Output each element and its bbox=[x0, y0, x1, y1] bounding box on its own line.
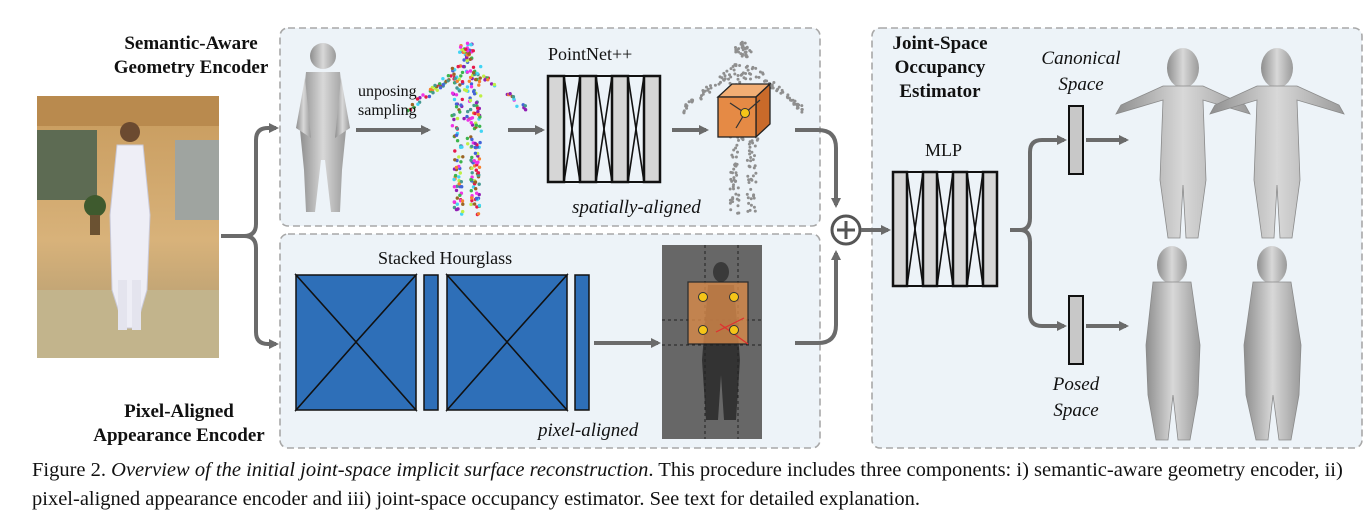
spatially-aligned-label: spatially-aligned bbox=[572, 197, 701, 218]
posed-space-line2: Space bbox=[1053, 400, 1099, 421]
spatial-feature-cube-icon bbox=[716, 82, 772, 139]
posed-head-layer bbox=[1068, 295, 1084, 365]
occupancy-estimator-panel bbox=[871, 27, 1363, 449]
unposing-label: unposing bbox=[358, 83, 417, 100]
posed-space-line1: Posed bbox=[1052, 374, 1100, 395]
pixel-encoder-title-line2: Appearance Encoder bbox=[93, 425, 265, 446]
semantic-encoder-title-line2: Geometry Encoder bbox=[113, 57, 269, 78]
pointnet-network-icon bbox=[546, 74, 662, 184]
canonical-mesh-front bbox=[1115, 48, 1251, 239]
estimator-title-line1: Joint-Space bbox=[892, 33, 988, 54]
caption-prefix: Figure 2. bbox=[32, 459, 112, 481]
semantic-encoder-title-line1: Semantic-Aware bbox=[124, 33, 258, 54]
sampling-label: sampling bbox=[358, 102, 417, 119]
pixel-aligned-label: pixel-aligned bbox=[538, 420, 639, 441]
canonical-mesh-back bbox=[1209, 48, 1345, 239]
pixel-encoder-title-line1: Pixel-Aligned bbox=[124, 401, 234, 422]
canonical-head-layer bbox=[1068, 105, 1084, 175]
pointnet-label: PointNet++ bbox=[548, 44, 633, 64]
posed-body-mesh bbox=[296, 43, 350, 212]
caption-title: Overview of the initial joint-space impl… bbox=[111, 459, 649, 481]
caption-body: . This procedure includes three componen… bbox=[32, 459, 1343, 510]
canonical-space-line1: Canonical bbox=[1041, 48, 1121, 69]
posed-mesh-front bbox=[1145, 246, 1201, 441]
stacked-hourglass-network-icon bbox=[294, 273, 590, 412]
hourglass-label: Stacked Hourglass bbox=[378, 248, 513, 268]
concat-plus-icon bbox=[830, 214, 862, 246]
mlp-label: MLP bbox=[925, 140, 963, 160]
estimator-title-line3: Estimator bbox=[899, 81, 981, 102]
estimator-title-line2: Occupancy bbox=[894, 57, 986, 78]
pipeline-diagram bbox=[37, 27, 1363, 449]
input-image bbox=[37, 96, 219, 358]
posed-mesh-back bbox=[1243, 246, 1302, 441]
mlp-network-icon bbox=[891, 170, 999, 288]
pixel-feature-map bbox=[662, 245, 762, 439]
canonical-space-line2: Space bbox=[1058, 74, 1104, 95]
unposed-point-cloud bbox=[406, 41, 528, 217]
figure-caption: Figure 2. Overview of the initial joint-… bbox=[32, 456, 1362, 514]
